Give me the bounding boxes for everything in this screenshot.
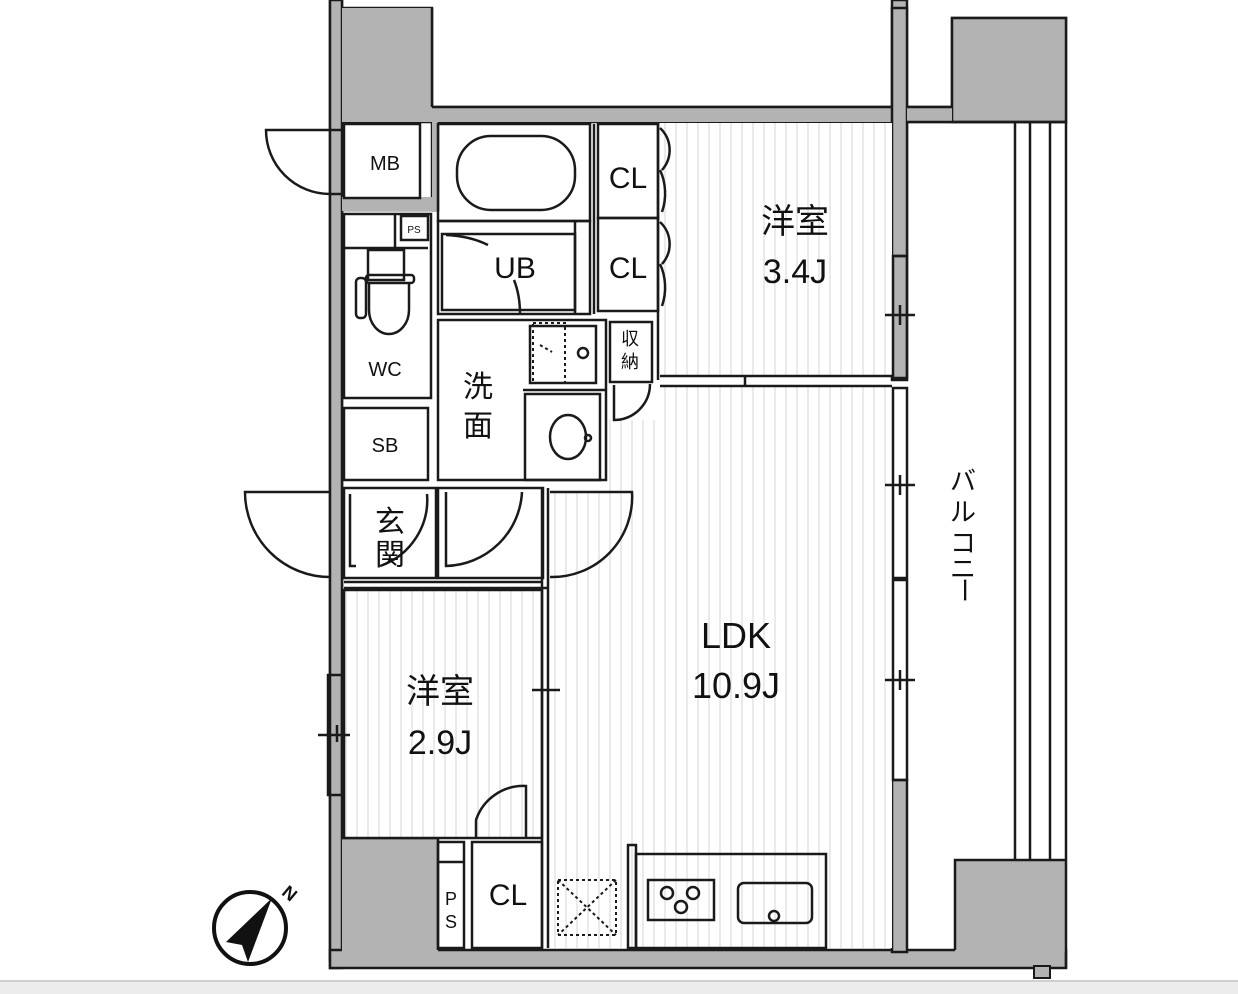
interior-walls xyxy=(243,122,1052,950)
bottom-left-column xyxy=(342,838,438,952)
entrance-label-2: 関 xyxy=(375,539,405,572)
western-room-2-size: 2.9J xyxy=(408,724,472,762)
ldk-size: 10.9J xyxy=(692,665,780,706)
storage-label-2: 納 xyxy=(621,352,639,372)
left-exterior-wall xyxy=(328,0,344,970)
sb-label: SB xyxy=(372,435,399,457)
western-room-2-floor xyxy=(345,590,541,838)
washroom-label-2: 面 xyxy=(463,410,493,443)
top-wall xyxy=(342,107,892,122)
svg-text:ー: ー xyxy=(949,577,979,603)
western-room-1-name: 洋室 xyxy=(761,203,829,241)
cl-label-2: CL xyxy=(609,252,647,285)
ps-bottom-label-1: P xyxy=(445,889,457,909)
washroom-label-1: 洗 xyxy=(463,371,493,404)
top-right-wall xyxy=(907,107,952,122)
cl-label-1: CL xyxy=(609,162,647,195)
western-room-1-size: 3.4J xyxy=(763,253,827,291)
cl-label-3: CL xyxy=(489,879,527,912)
balcony-partition-wall xyxy=(890,6,909,258)
svg-text:ル: ル xyxy=(950,497,976,527)
wc-label: WC xyxy=(368,359,401,381)
ldk-floor xyxy=(548,386,892,948)
svg-text:バ: バ xyxy=(950,466,976,496)
storage-label-1: 収 xyxy=(621,329,639,349)
ps-top-label: PS xyxy=(407,225,421,236)
room-labels: MB PS UB CL CL WC SB 洗 面 収 納 玄 関 P S CL … xyxy=(368,153,979,932)
ldk-name: LDK xyxy=(701,615,771,656)
bottom-right-column xyxy=(955,860,1066,952)
footer-bar xyxy=(0,980,1238,994)
ps-bottom-label-2: S xyxy=(445,912,457,932)
compass-north-icon: N xyxy=(212,882,301,966)
balcony-label: バ ル コ ニ ー xyxy=(949,466,979,603)
western-room-2-name: 洋室 xyxy=(406,673,474,711)
compass-label: N xyxy=(278,882,301,906)
top-right-column xyxy=(950,16,1068,124)
bottom-wall xyxy=(328,948,1068,970)
dashed-fixtures xyxy=(532,322,617,936)
mb-label: MB xyxy=(370,153,400,175)
western-room-1-floor xyxy=(660,123,892,376)
entrance-label-1: 玄 xyxy=(375,506,405,539)
ub-label: UB xyxy=(494,252,536,285)
top-left-column xyxy=(342,8,432,122)
svg-text:ニ: ニ xyxy=(950,554,976,584)
svg-text:コ: コ xyxy=(950,528,976,558)
mb-wall xyxy=(342,197,438,211)
